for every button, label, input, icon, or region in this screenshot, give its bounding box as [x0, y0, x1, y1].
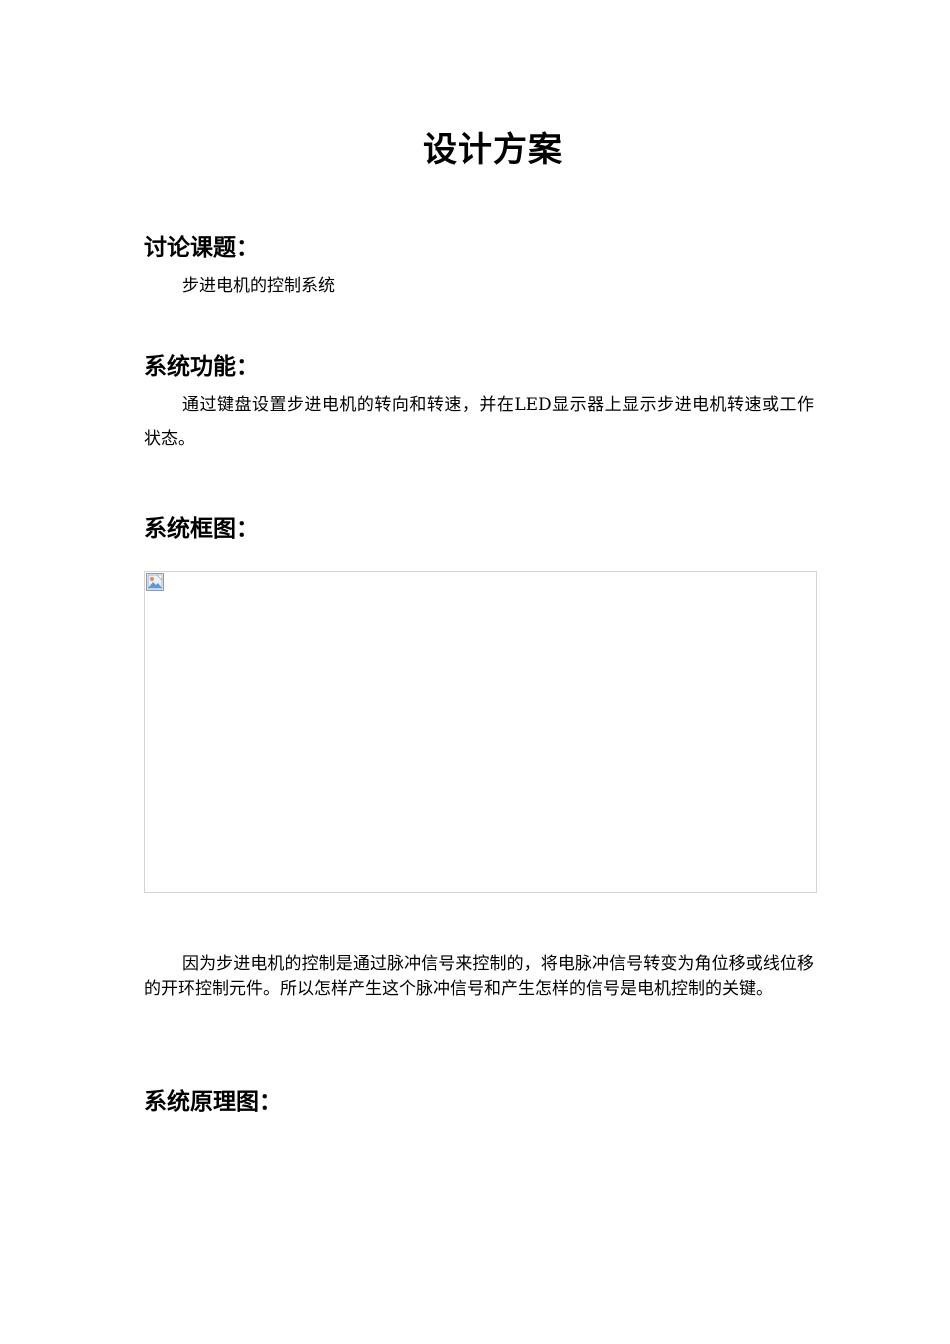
section-heading-function: 系统功能： [144, 354, 259, 380]
document-title: 设计方案 [423, 130, 563, 170]
section-heading-block-diagram: 系统框图： [144, 516, 259, 542]
section-body-function: 通过键盘设置步进电机的转向和转速，并在LED显示器上显示步进电机转速或工作状态。 [144, 395, 814, 449]
broken-image-icon [146, 573, 164, 591]
section-heading-schematic: 系统原理图： [144, 1089, 282, 1115]
block-diagram-image-placeholder [144, 571, 817, 893]
section-body-block-diagram: 因为步进电机的控制是通过脉冲信号来控制的，将电脉冲信号转变为角位移或线位移的开环… [144, 954, 814, 999]
section-heading-topic: 讨论课题： [144, 235, 259, 261]
section-body-topic: 步进电机的控制系统 [182, 276, 335, 296]
